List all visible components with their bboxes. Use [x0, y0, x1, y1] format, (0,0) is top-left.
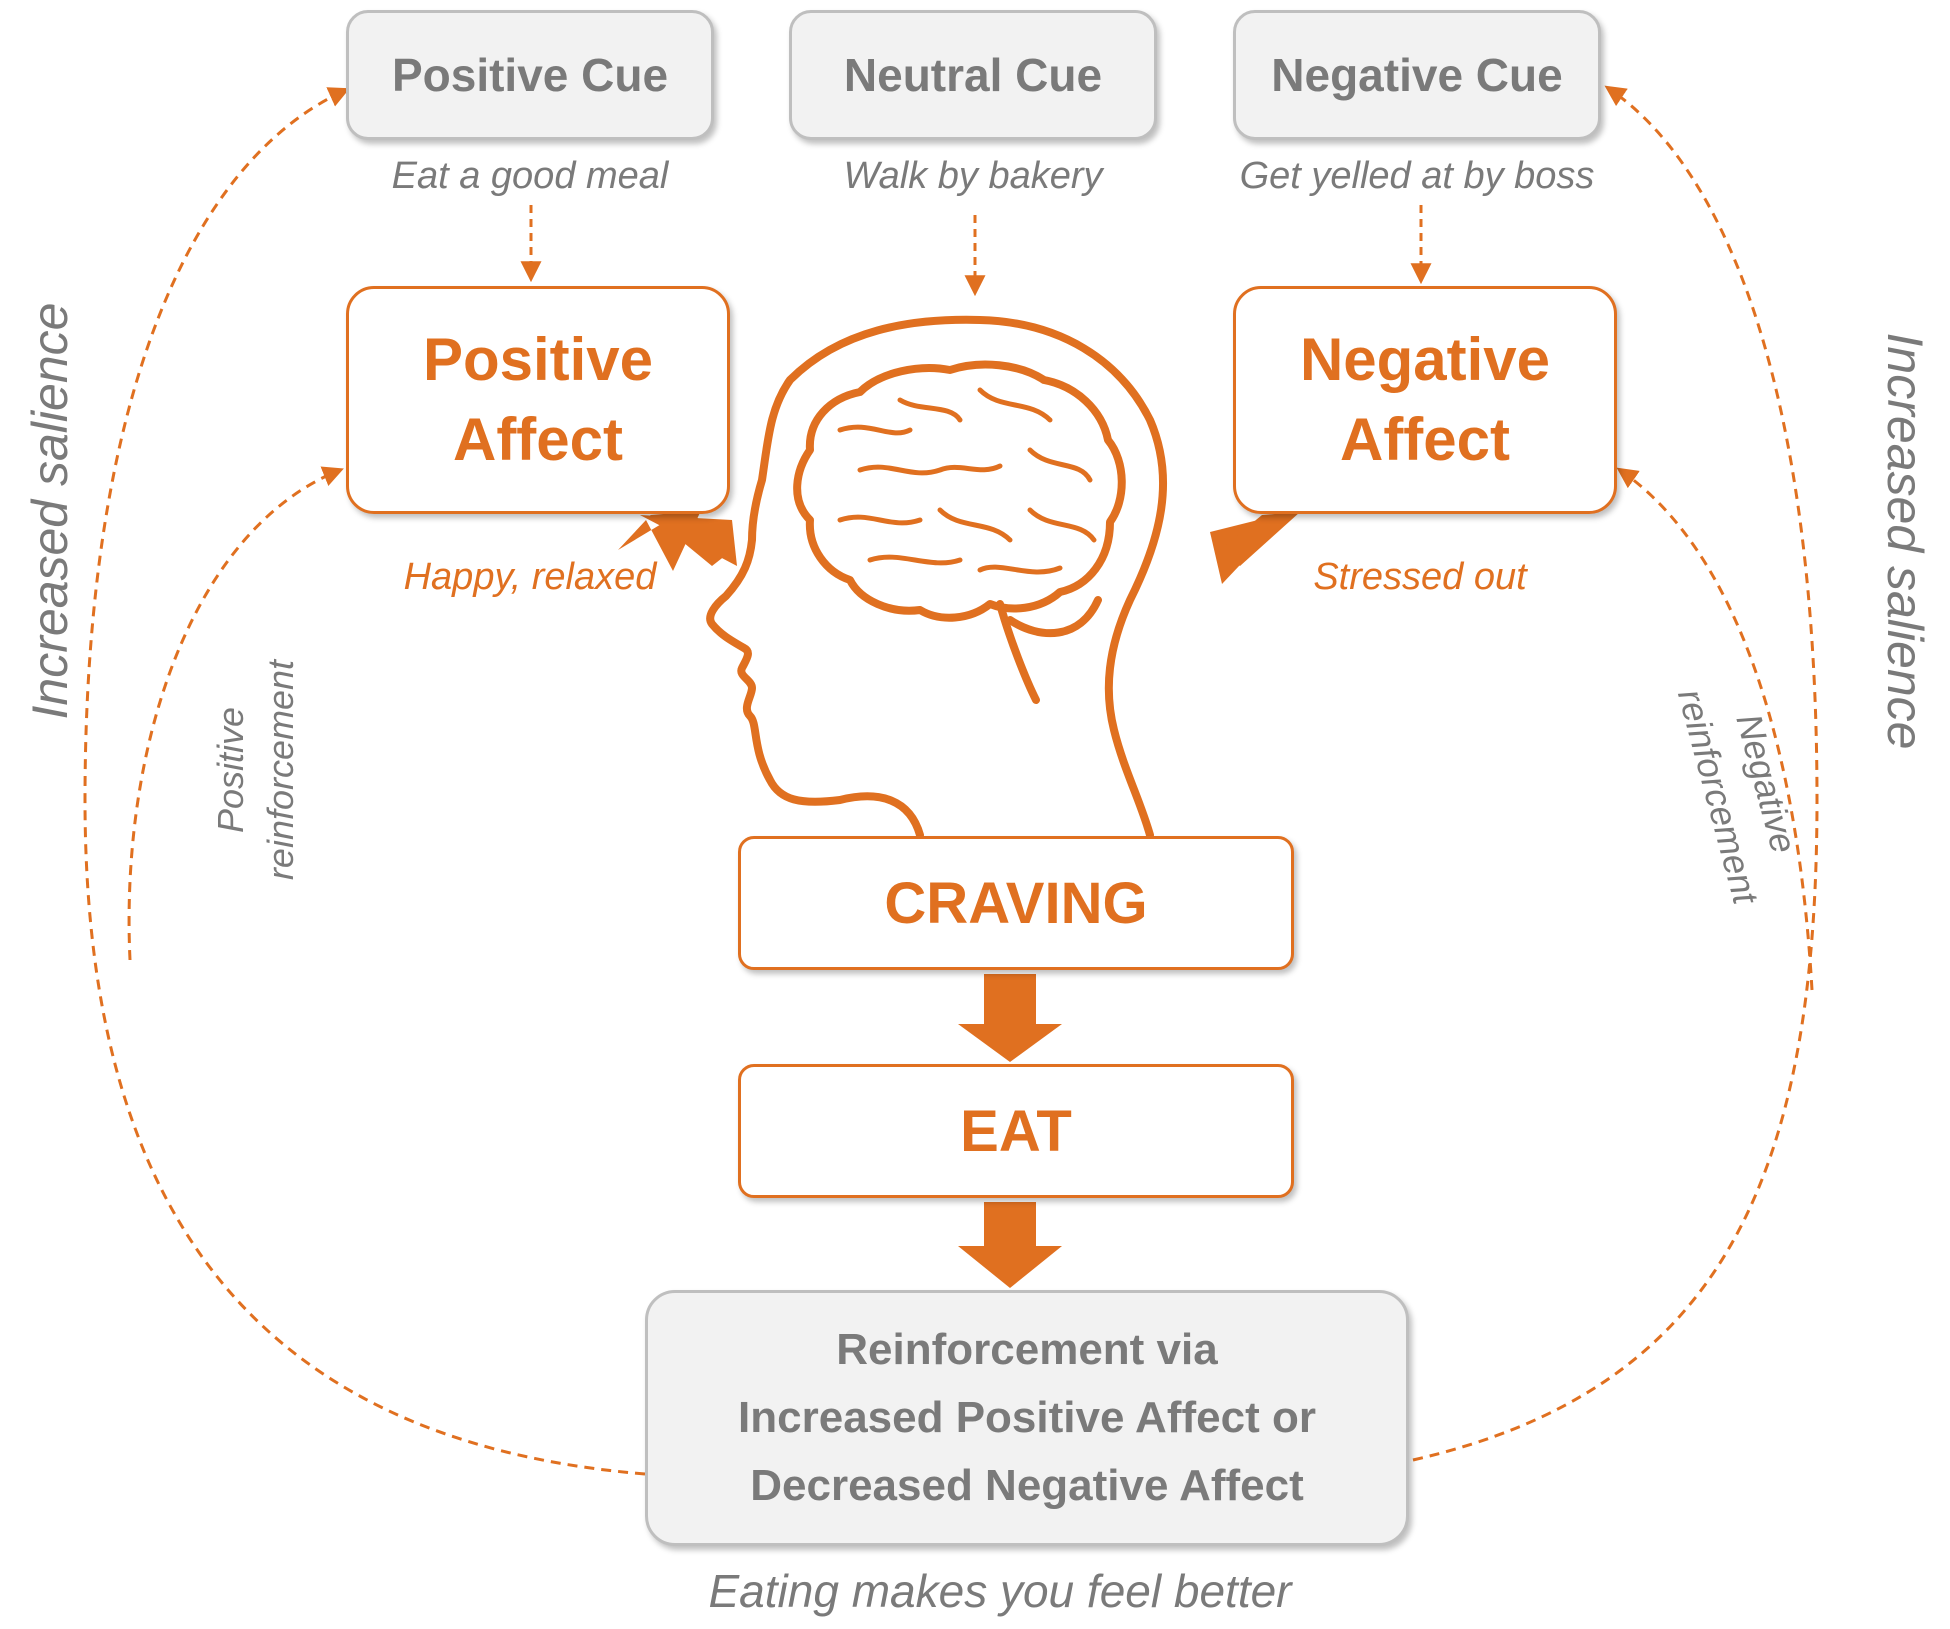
reinforcement-line2: Increased Positive Affect or	[738, 1393, 1316, 1442]
positive-cue-box: Positive Cue	[346, 10, 714, 140]
eat-to-reinforcement-arrow	[958, 1202, 1062, 1288]
head-brain-illustration	[706, 315, 1168, 839]
right-salience-label: Increased salience	[1877, 332, 1933, 750]
brain-stem	[996, 600, 1040, 704]
reinforcement-loop-left	[127, 466, 344, 961]
craving-label: CRAVING	[884, 870, 1148, 936]
negative-affect-line2: Affect	[1339, 406, 1510, 473]
reinforcement-line3: Decreased Negative Affect	[750, 1461, 1304, 1510]
craving-box: CRAVING	[738, 836, 1294, 970]
brain-outline	[793, 360, 1126, 622]
eat-label: EAT	[960, 1098, 1072, 1164]
positive-affect-feeling: Happy, relaxed	[403, 556, 657, 598]
positive-cue-label: Positive Cue	[391, 49, 669, 101]
negative-affect-line1: Negative	[1299, 326, 1551, 393]
negative-cue-label: Negative Cue	[1271, 49, 1563, 101]
salience-loop-right	[1412, 85, 1819, 1462]
brain-folds	[837, 387, 1097, 575]
negative-affect-box: Negative Affect	[1233, 286, 1617, 514]
positive-affect-box: Positive Affect	[346, 286, 730, 514]
affect-to-brain-arrow-positive-shaft	[650, 512, 735, 566]
salience-loop-left	[83, 87, 646, 1476]
craving-to-eat-arrow	[958, 974, 1062, 1062]
left-salience-label: Increased salience	[22, 302, 78, 720]
negative-cue-example: Get yelled at by boss	[1239, 155, 1595, 197]
positive-affect-line2: Affect	[452, 406, 623, 473]
affect-to-brain-arrow-negative-shaft	[1222, 512, 1300, 566]
reinforcement-line1: Reinforcement via	[836, 1325, 1218, 1374]
head-outline	[706, 315, 1168, 839]
negative-cue-box: Negative Cue	[1233, 10, 1601, 140]
reinforcement-loop-right	[1616, 467, 1814, 991]
eat-box: EAT	[738, 1064, 1294, 1198]
cerebellum	[1006, 596, 1102, 637]
reinforcement-caption: Eating makes you feel better	[708, 1565, 1292, 1617]
left-reinforcement-line2: reinforcement	[260, 659, 301, 881]
neutral-cue-box: Neutral Cue	[789, 10, 1157, 140]
left-reinforcement-line1: Positive	[210, 706, 251, 834]
positive-cue-example: Eat a good meal	[391, 155, 669, 197]
neutral-cue-label: Neutral Cue	[843, 49, 1103, 101]
negative-affect-feeling: Stressed out	[1313, 556, 1527, 598]
positive-affect-line1: Positive	[422, 326, 654, 393]
neutral-cue-example: Walk by bakery	[843, 155, 1103, 197]
left-reinforcement-label: Positive reinforcement	[206, 570, 306, 970]
reinforcement-box: Reinforcement via Increased Positive Aff…	[645, 1290, 1409, 1546]
